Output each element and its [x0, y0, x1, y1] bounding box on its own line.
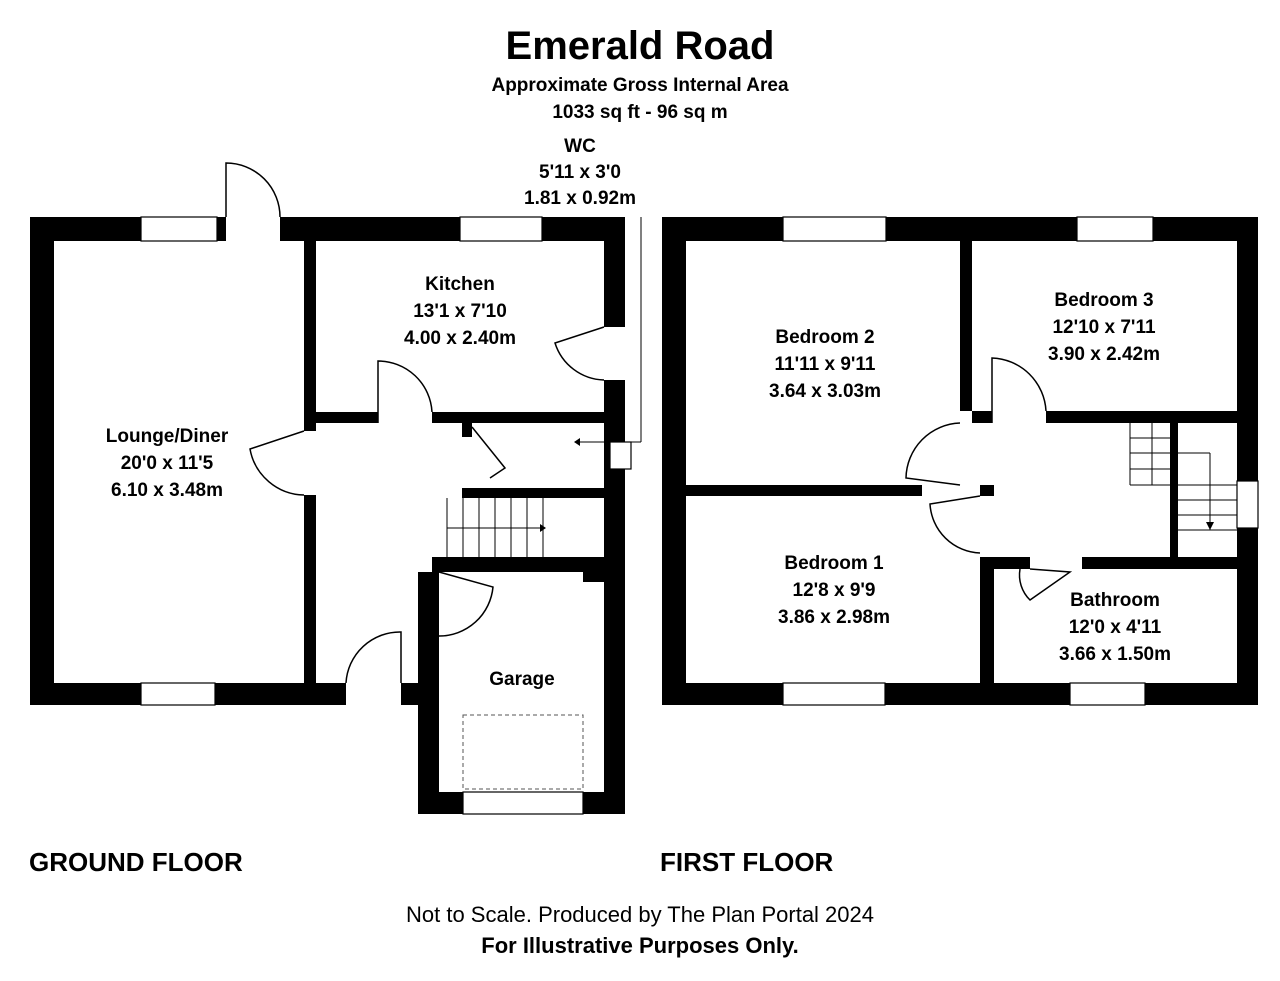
first-stairs [1129, 423, 1237, 531]
area-label: Approximate Gross Internal Area [491, 75, 788, 96]
bedroom1-imperial: 12'8 x 9'9 [793, 580, 876, 601]
lounge-imperial: 20'0 x 11'5 [121, 453, 214, 474]
first-floor-label: FIRST FLOOR [660, 847, 834, 877]
kitchen-metric: 4.00 x 2.40m [404, 328, 516, 349]
bedroom3-metric: 3.90 x 2.42m [1048, 344, 1160, 365]
first-floor-plan [662, 216, 1259, 706]
plan-title: Emerald Road [506, 24, 775, 68]
footer-credit: Not to Scale. Produced by The Plan Porta… [406, 902, 874, 927]
bedroom3-label: Bedroom 3 [1054, 290, 1153, 311]
ground-stairs [446, 438, 604, 557]
bedroom2-label: Bedroom 2 [775, 327, 874, 348]
wc-metric: 1.81 x 0.92m [524, 188, 636, 209]
wc-label: WC [564, 136, 596, 157]
lounge-metric: 6.10 x 3.48m [111, 480, 223, 501]
bedroom3-imperial: 12'10 x 7'11 [1052, 317, 1156, 338]
ground-floor-plan [30, 162, 642, 815]
wc-imperial: 5'11 x 3'0 [539, 162, 621, 183]
lounge-label: Lounge/Diner [106, 426, 229, 447]
bathroom-label: Bathroom [1070, 590, 1160, 611]
bathroom-imperial: 12'0 x 4'11 [1069, 617, 1162, 638]
garage-label: Garage [489, 669, 554, 690]
area-value: 1033 sq ft - 96 sq m [552, 102, 727, 123]
ground-floor-label: GROUND FLOOR [29, 847, 243, 877]
kitchen-imperial: 13'1 x 7'10 [413, 301, 507, 322]
kitchen-label: Kitchen [425, 274, 495, 295]
bedroom1-metric: 3.86 x 2.98m [778, 607, 890, 628]
bedroom1-label: Bedroom 1 [784, 553, 884, 574]
bedroom2-metric: 3.64 x 3.03m [769, 381, 881, 402]
footer-disclaimer: For Illustrative Purposes Only. [481, 933, 798, 958]
bathroom-metric: 3.66 x 1.50m [1059, 644, 1171, 665]
bedroom2-imperial: 11'11 x 9'11 [775, 354, 876, 375]
